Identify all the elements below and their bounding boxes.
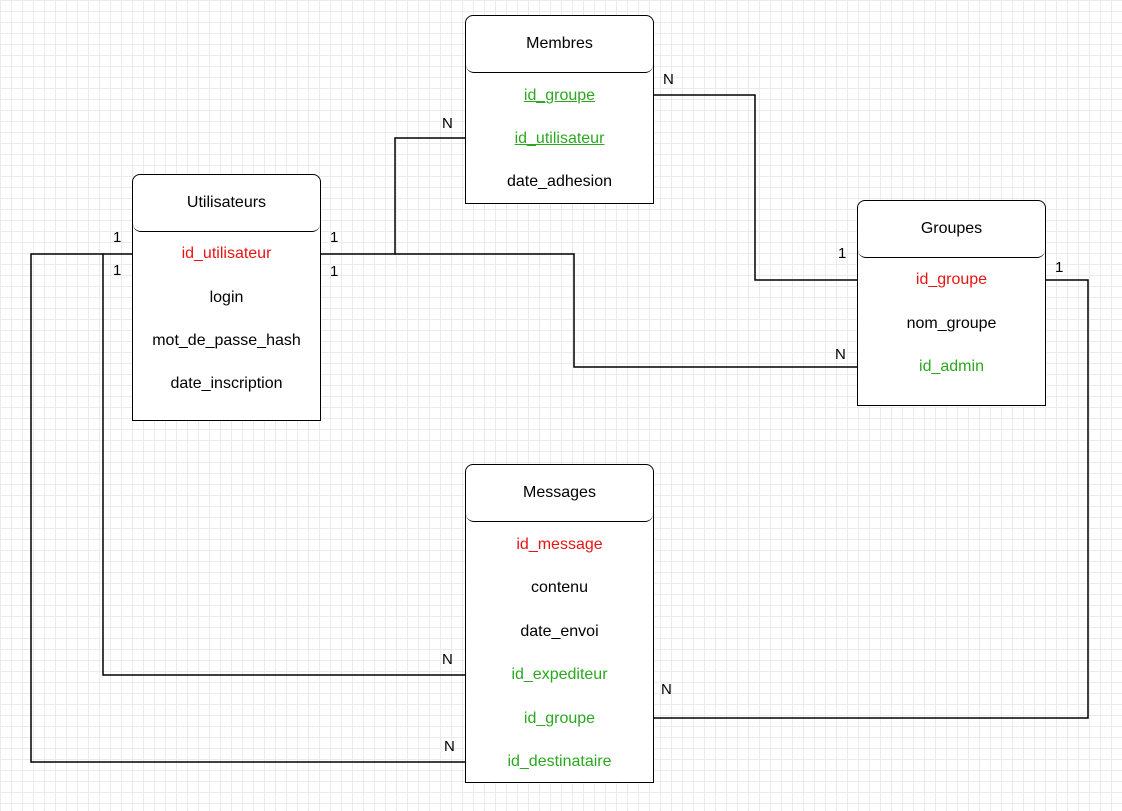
messages-attr-id-groupe: id_groupe	[466, 708, 653, 730]
cardinality-messages-destinataire: N	[444, 738, 455, 755]
link-utilisateurs-groupes-admin	[395, 253, 904, 372]
link-groupes-messages	[630, 279, 1089, 723]
link-groupes-membres	[618, 90, 893, 281]
entity-messages[interactable]: Messages id_message contenu date_envoi i…	[465, 464, 654, 783]
entity-membres[interactable]: Membres id_groupe id_utilisateur date_ad…	[465, 15, 654, 204]
cardinality-utilisateurs-right-2: 1	[330, 263, 339, 280]
link-utilisateurs-membres	[285, 133, 505, 255]
entity-messages-header: Messages	[466, 465, 653, 522]
membres-attr-id-utilisateur: id_utilisateur	[466, 128, 653, 150]
entity-groupes-header: Groupes	[858, 201, 1045, 258]
entity-membres-header: Membres	[466, 16, 653, 73]
groupes-attr-id-admin: id_admin	[858, 356, 1045, 378]
cardinality-utilisateurs-left-1: 1	[113, 229, 122, 246]
entity-utilisateurs[interactable]: Utilisateurs id_utilisateur login mot_de…	[132, 174, 321, 421]
cardinality-groupes-left: 1	[838, 245, 847, 262]
cardinality-groupes-admin: N	[835, 346, 846, 363]
utilisateurs-attr-date-inscription: date_inscription	[133, 373, 320, 395]
messages-attr-contenu: contenu	[466, 577, 653, 599]
entity-groupes[interactable]: Groupes id_groupe nom_groupe id_admin	[857, 200, 1046, 406]
cardinality-membres-groupe: N	[663, 71, 674, 88]
utilisateurs-attr-login: login	[133, 287, 320, 309]
messages-attr-id-expediteur: id_expediteur	[466, 664, 653, 686]
cardinality-messages-expediteur: N	[442, 651, 453, 668]
link-utilisateurs-messages-destinataire	[30, 253, 487, 767]
groupes-attr-id-groupe: id_groupe	[858, 269, 1045, 291]
messages-attr-id-message: id_message	[466, 534, 653, 556]
cardinality-messages-groupe: N	[661, 681, 672, 698]
entity-membres-title: Membres	[526, 35, 593, 52]
utilisateurs-attr-mot-de-passe-hash: mot_de_passe_hash	[133, 330, 320, 352]
utilisateurs-attr-id-utilisateur: id_utilisateur	[133, 243, 320, 265]
entity-utilisateurs-title: Utilisateurs	[186, 194, 267, 211]
membres-attr-date-adhesion: date_adhesion	[466, 171, 653, 193]
entity-messages-title: Messages	[523, 484, 596, 501]
entity-utilisateurs-header: Utilisateurs	[133, 175, 320, 232]
cardinality-utilisateurs-left-2: 1	[113, 262, 122, 279]
entity-groupes-title: Groupes	[920, 220, 983, 237]
groupes-attr-nom-groupe: nom_groupe	[858, 313, 1045, 335]
cardinality-membres-utilisateur: N	[442, 115, 453, 132]
cardinality-groupes-right: 1	[1055, 259, 1064, 276]
cardinality-utilisateurs-right-1: 1	[330, 229, 339, 246]
messages-attr-date-envoi: date_envoi	[466, 621, 653, 643]
membres-attr-id-groupe: id_groupe	[466, 85, 653, 107]
messages-attr-id-destinataire: id_destinataire	[466, 751, 653, 773]
